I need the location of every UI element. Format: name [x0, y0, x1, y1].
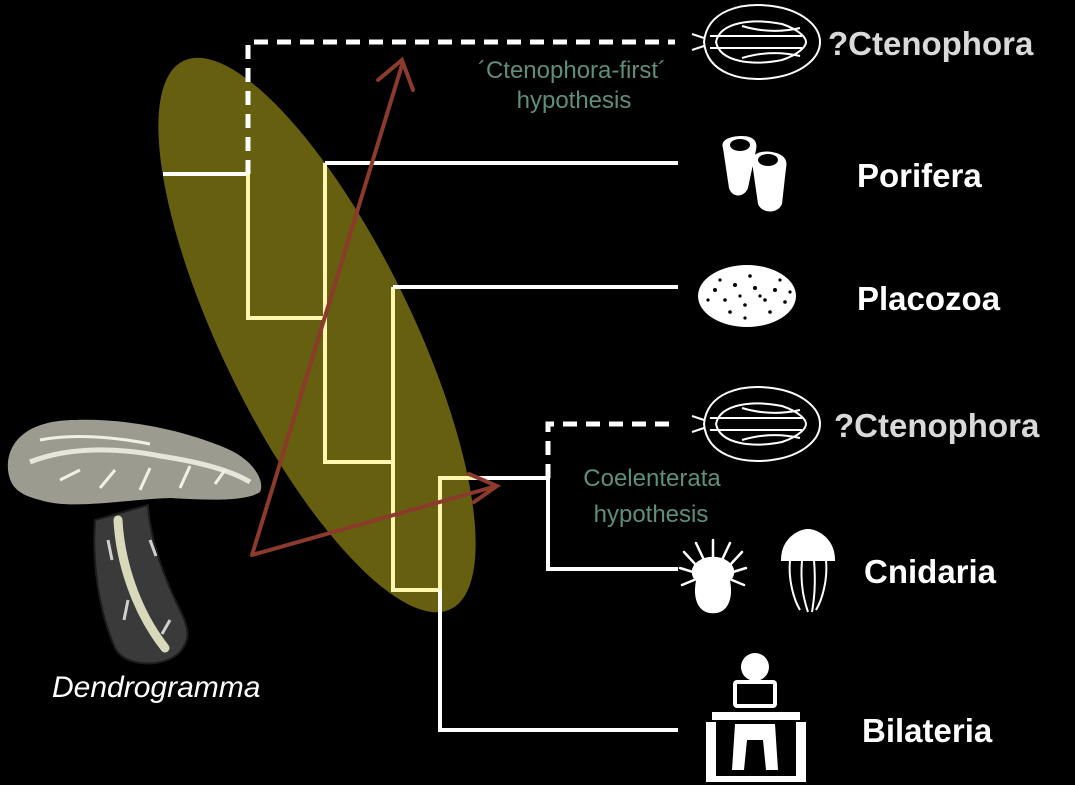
ctenophore-icon [691, 386, 822, 462]
dendrogramma-fossil-image [7, 419, 262, 665]
internal-branch-2 [323, 163, 393, 464]
arrow-to-coelenterata [250, 485, 495, 557]
bilateria-branch [438, 590, 678, 732]
taxon-label-placozoa: Placozoa [857, 280, 1001, 317]
hypothesis-arrows [250, 56, 502, 557]
sponge-icon [722, 136, 787, 212]
arrow-to-ctenophora-first [250, 63, 404, 557]
internal-branch-1 [246, 174, 325, 320]
taxon-label-ctenophora-mid: ?Ctenophora [834, 407, 1040, 444]
human-at-desk-icon [706, 653, 806, 782]
dendrogramma-placement-ellipse [158, 57, 476, 613]
coelenterata-hypothesis-label-line2: hypothesis [594, 501, 709, 528]
ctenophore-icon [691, 4, 822, 80]
internal-branch-3 [391, 287, 440, 592]
cnidaria-branch [473, 476, 678, 571]
placozoan-icon [698, 265, 796, 327]
ctenophora-first-hypothesis-label-line1: ´Ctenophora-first´ [478, 57, 666, 84]
taxon-label-ctenophora-top: ?Ctenophora [828, 25, 1034, 62]
taxon-label-bilateria: Bilateria [862, 712, 993, 749]
taxon-label-cnidaria: Cnidaria [864, 553, 997, 590]
internal-branch-4 [438, 476, 473, 590]
ctenophora-first-hypothesis-label-line2: hypothesis [517, 87, 632, 114]
jellyfish-icon [780, 528, 836, 613]
taxon-label-porifera: Porifera [857, 157, 982, 194]
ctenophora-first-dashed-branch [245, 39, 675, 174]
coelenterata-hypothesis-label-line1: Coelenterata [583, 465, 721, 492]
coelenterata-dashed-branch [545, 421, 675, 478]
arrow-head-ctenophora-first [376, 56, 415, 92]
sea-anemone-icon [678, 538, 748, 614]
fossil-label: Dendrogramma [52, 671, 260, 704]
arrow-head-coelenterata [467, 472, 502, 504]
